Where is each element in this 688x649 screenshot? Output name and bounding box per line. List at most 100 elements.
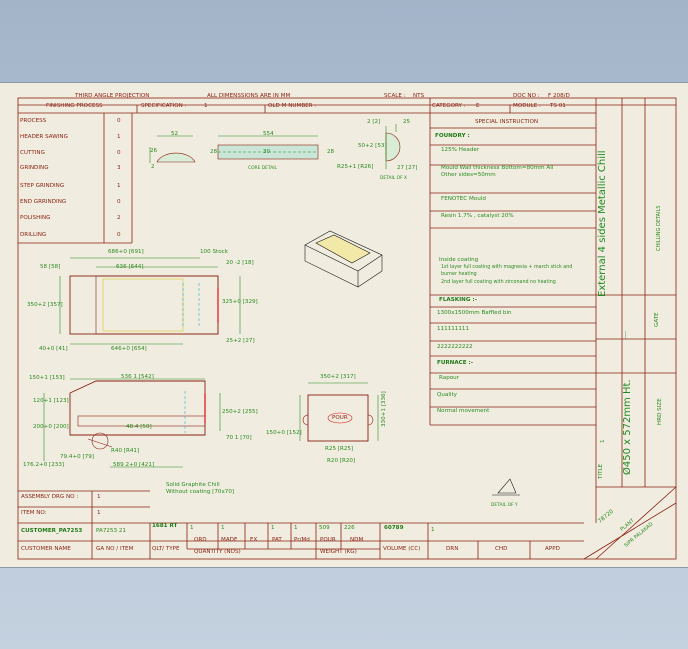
dim-2: 2 xyxy=(151,164,155,170)
dim-554: 554 xyxy=(263,131,274,137)
stock-note: 100 Stock xyxy=(200,249,228,255)
projection-label: THIRD ANGLE PROJECTION xyxy=(75,93,150,99)
process-value: 1 xyxy=(117,134,121,140)
item-value: 1 xyxy=(97,510,101,516)
dim-r25b: R25 [R25] xyxy=(325,446,354,452)
dim-150b: 150+0 [152] xyxy=(266,430,302,436)
dim-250: 250+2 [255] xyxy=(222,409,258,415)
specification-label: SPECIFICATION : xyxy=(141,103,187,109)
title-value: 1 xyxy=(600,439,606,443)
ga-item-label: GA NO / ITEM xyxy=(96,546,134,552)
process-name: CUTTING xyxy=(20,150,45,156)
layer1b: burner heating xyxy=(441,272,477,277)
gate-label: GATE xyxy=(654,312,660,327)
volume-value: 60789 xyxy=(384,525,404,531)
process-table-header: FINISHING PROCESS xyxy=(46,103,103,109)
process-name: STEP GRINDING xyxy=(20,183,65,189)
dim-28a: 28 xyxy=(210,149,218,155)
without-coating-note: Without coating [70x70] xyxy=(166,489,235,495)
dim-20: 20 -2 [18] xyxy=(226,260,254,266)
process-value: 2 xyxy=(117,215,121,221)
item-label: ITEM NO: xyxy=(21,510,47,516)
dim-58: 58 [58] xyxy=(40,264,61,270)
process-name: END GRRINDING xyxy=(20,199,67,205)
chd-label: CHD xyxy=(495,546,508,552)
qty-header-ex: EX xyxy=(250,537,258,543)
detail-y-note: DETAIL OF Y xyxy=(491,503,518,508)
sep-value: 1 xyxy=(431,527,435,533)
quality: Quality xyxy=(437,392,457,398)
dim-200: 200+0 [200] xyxy=(33,424,69,430)
qty-prmd: 1 xyxy=(294,525,298,531)
dim-120: 120+1 [123] xyxy=(33,398,69,404)
engineering-drawing xyxy=(17,97,677,560)
volume-label: VOLUME (CC) xyxy=(383,546,421,552)
header-pct: 125% Header xyxy=(441,147,480,153)
process-value: 0 xyxy=(117,150,121,156)
dim-646: 646+0 [654] xyxy=(111,346,147,352)
scale-value: NTS xyxy=(413,93,425,99)
dim-70: 70 1 [70] xyxy=(226,435,252,441)
dim-79: 79.4+0 [79] xyxy=(60,454,94,460)
dim-536: 536 1 [542] xyxy=(121,374,154,380)
drawing-sheet: THIRD ANGLE PROJECTION ALL DIMENSSIONS A… xyxy=(0,82,688,568)
product-title: External 4 sides Metallic Chill xyxy=(597,150,608,297)
dim-30: 30 xyxy=(263,149,271,155)
old-number-label: OLD M NUMBER : xyxy=(268,103,317,109)
qty-header-made: MADE xyxy=(221,537,238,543)
qty-header-ord: ORD xyxy=(194,537,207,543)
ndm-label: NDM xyxy=(350,537,364,543)
resin: Resin 1.7% , catalyst 20% xyxy=(441,213,514,219)
qlt-type-label: QLT/ TYPE xyxy=(152,546,180,552)
mould-wall-1: Mould Wall thickness Bottom=80mm All xyxy=(441,165,554,171)
lot-number: 1681 RT xyxy=(152,523,178,529)
qty-pat: 1 xyxy=(271,525,275,531)
doc-no-value: F 208/D xyxy=(548,93,570,99)
dim-r20: R20 [R20] xyxy=(327,458,356,464)
drn-label: DRN xyxy=(446,546,459,552)
dim-52: 52 xyxy=(171,131,179,137)
process-name: PROCESS xyxy=(20,118,47,124)
dim-40: 40+0 [41] xyxy=(39,346,68,352)
dim-325: 325+0 [329] xyxy=(222,299,258,305)
module-value: TS 01 xyxy=(550,103,566,109)
quantity-label: QUANTITY (NOS) xyxy=(194,549,241,555)
flasking-heading: FLASKING :- xyxy=(439,297,477,303)
process-value: 0 xyxy=(117,118,121,124)
process-value: 0 xyxy=(117,199,121,205)
core-detail-note: CORE DETAIL xyxy=(248,166,277,171)
pour-mark: POUR xyxy=(332,415,348,421)
dim-636: 636 [644] xyxy=(116,264,144,270)
qty-header-pat: PAT xyxy=(272,537,282,543)
assembly-value: 1 xyxy=(97,494,101,500)
furnace-heading: FURNACE :- xyxy=(437,360,474,366)
solid-graphite-note: Solid Graphite Chill xyxy=(166,482,220,488)
gate-value: ---- xyxy=(623,330,629,339)
weight-label: WEIGHT (KG) xyxy=(320,549,357,555)
dim-50: 50+2 [53] xyxy=(358,143,387,149)
special-instruction-title: SPECIAL INSTRUCTION xyxy=(475,119,539,125)
process-name: HEADER SAWING xyxy=(20,134,68,140)
assembly-label: ASSEMBLY DRG NO : xyxy=(21,494,79,500)
fenotec: FENOTEC Mould xyxy=(441,196,486,202)
dim-350: 350+2 [357] xyxy=(27,302,63,308)
dim-28b: 28 xyxy=(327,149,335,155)
specification-value: 1 xyxy=(204,103,208,109)
dim-25a: 25 xyxy=(403,119,411,125)
title-label: TITLE xyxy=(598,463,604,479)
inside-coating: Inside coating xyxy=(439,257,479,263)
doc-no-label: DOC NO : xyxy=(513,93,540,99)
category-label: CATEGORY : xyxy=(432,103,466,109)
process-name: DRILLING xyxy=(20,232,47,238)
furnace-value: Rapour xyxy=(439,375,460,381)
process-name: POLISHING xyxy=(20,215,51,221)
dim-r25: R25+1 [R26] xyxy=(337,164,374,170)
layer2: 2nd layer full coating with zirconand no… xyxy=(441,280,556,285)
dim-48: 48.4 [50] xyxy=(126,424,152,430)
dim-25b: 25+2 [27] xyxy=(226,338,255,344)
dimensions-note: ALL DIMENSSIONS ARE IN MM xyxy=(207,93,291,99)
scale-label: SCALE : xyxy=(384,93,406,99)
category-value: E xyxy=(476,103,480,109)
dim-330: 330+1 [336] xyxy=(381,391,387,427)
dim-150: 150+1 [153] xyxy=(29,375,65,381)
